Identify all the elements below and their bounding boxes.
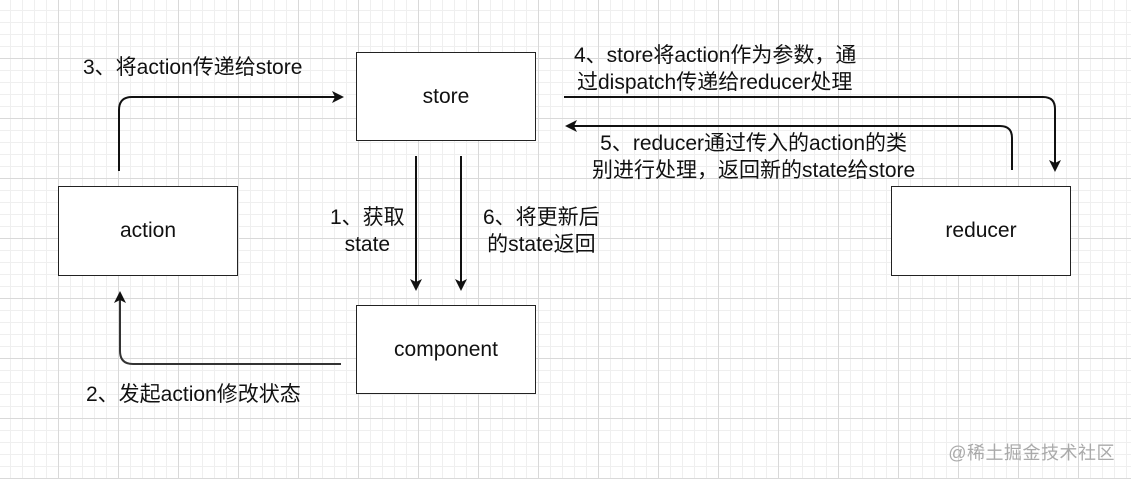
label-line: state: [344, 233, 391, 256]
label-line: 过dispatch传递给reducer处理: [577, 71, 853, 94]
node-component[interactable]: component: [356, 305, 536, 394]
label-line: 的state返回: [487, 233, 596, 256]
node-store-label: store: [422, 84, 470, 108]
label-return-state: 6、将更新后 的state返回: [483, 204, 600, 258]
node-action[interactable]: action: [58, 186, 238, 276]
label-reducer-to-store: 5、reducer通过传入的action的类 别进行处理，返回新的state给s…: [592, 130, 915, 184]
label-line: 3、将action传递给store: [83, 56, 303, 79]
label-line: 4、store将action作为参数，通: [574, 44, 857, 67]
edge-reducer-to-store: [565, 120, 1013, 170]
label-action-to-store: 3、将action传递给store: [83, 54, 302, 81]
edge-action-to-store: [118, 91, 344, 171]
label-line: 1、获取: [330, 206, 405, 229]
label-line: 5、reducer通过传入的action的类: [600, 132, 908, 155]
edge-store-to-reducer: [564, 96, 1061, 172]
node-component-label: component: [394, 337, 498, 361]
label-get-state: 1、获取 state: [330, 204, 405, 258]
label-dispatch-action: 2、发起action修改状态: [86, 381, 301, 408]
label-store-to-reducer: 4、store将action作为参数，通 过dispatch传递给reducer…: [574, 42, 856, 96]
edge-dispatch-action: [114, 291, 341, 365]
label-line: 别进行处理，返回新的state给store: [592, 159, 916, 182]
node-action-label: action: [119, 219, 177, 242]
label-line: 6、将更新后: [483, 206, 600, 229]
watermark: @稀土掘金技术社区: [948, 443, 1115, 463]
node-reducer[interactable]: reducer: [891, 186, 1071, 276]
node-reducer-label: reducer: [945, 219, 1017, 242]
node-store[interactable]: store: [356, 52, 536, 141]
label-line: 2、发起action修改状态: [86, 383, 301, 406]
